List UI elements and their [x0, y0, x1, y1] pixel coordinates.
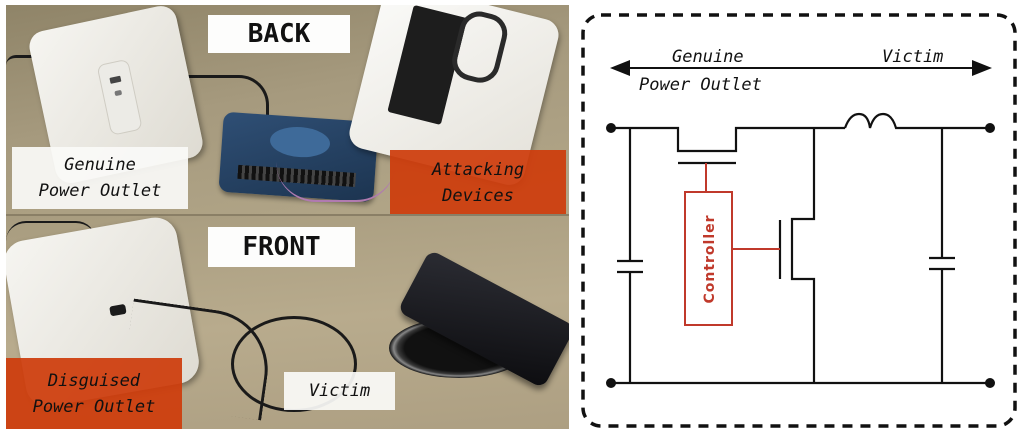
front-title: FRONT [208, 227, 355, 267]
top-left-terminal [606, 123, 616, 133]
charging-cable-plug [109, 303, 127, 317]
back-view-panel: BACK Genuine Power Outlet Attacking Devi… [6, 5, 569, 216]
usb-cable [181, 75, 269, 128]
genuine-power-outlet-label: Genuine Power Outlet [12, 147, 188, 209]
top-right-terminal [985, 123, 995, 133]
disguised-power-outlet-label: Disguised Power Outlet [6, 358, 182, 429]
bottom-left-terminal [606, 378, 616, 388]
inductor-icon [843, 112, 905, 130]
bottom-right-terminal [985, 378, 995, 388]
usb-a-port-icon [109, 75, 122, 84]
genuine-outlet-label-line1: Genuine [672, 47, 744, 67]
controller-label: Controller [702, 214, 718, 303]
usb-c-port-icon [114, 89, 123, 97]
attacking-devices-label: Attacking Devices [390, 150, 566, 216]
analyzer-logo [269, 125, 332, 160]
controller-block [684, 163, 780, 326]
probe-wires [276, 155, 396, 202]
controller-box [684, 191, 733, 326]
arrow-right-head-icon [972, 60, 992, 76]
input-capacitor-icon [617, 259, 643, 274]
back-title: BACK [208, 15, 350, 53]
circuit-wires [611, 112, 990, 385]
outlet-faceplate [96, 58, 143, 136]
front-view-panel: FRONT Disguised Power Outlet Victim [6, 214, 569, 429]
panel-divider [6, 214, 569, 217]
top-rail [611, 126, 990, 153]
dashed-border [581, 13, 1017, 428]
prototype-photo: BACK Genuine Power Outlet Attacking Devi… [6, 5, 569, 429]
power-cable [6, 221, 96, 243]
circuit-diagram: Genuine Power Outlet Victim Controller [581, 13, 1017, 428]
victim-label: Victim [882, 47, 943, 67]
mosfet-drain-source [790, 128, 816, 383]
cable-loop [231, 316, 357, 412]
arrow-left-head-icon [610, 60, 630, 76]
output-capacitor-icon [929, 256, 955, 271]
genuine-outlet-label-line2: Power Outlet [639, 75, 762, 95]
victim-label: Victim [284, 372, 395, 410]
